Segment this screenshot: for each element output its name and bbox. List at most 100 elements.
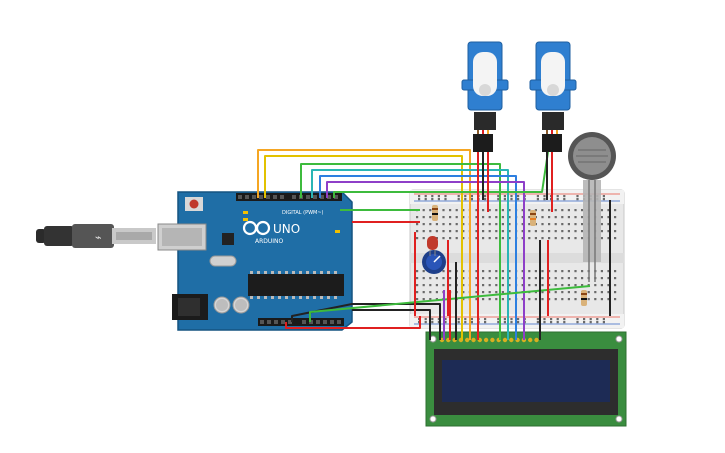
breadboard-hole	[517, 321, 520, 324]
breadboard-hole	[528, 284, 531, 287]
breadboard-hole	[550, 321, 553, 324]
breadboard-hole	[495, 277, 498, 280]
breadboard-hole	[508, 284, 511, 287]
breadboard-hole	[508, 270, 511, 273]
breadboard-hole	[501, 298, 504, 301]
breadboard-hole	[488, 298, 491, 301]
breadboard-hole	[470, 318, 473, 321]
breadboard-hole	[503, 195, 506, 198]
breadboard-hole	[517, 195, 520, 198]
servo-right	[529, 41, 577, 130]
breadboard-hole	[556, 321, 559, 324]
breadboard-hole	[475, 277, 478, 280]
lcd-pin	[471, 337, 476, 343]
servo-left-connector	[473, 134, 493, 152]
breadboard-hole	[521, 237, 524, 240]
breadboard-hole	[594, 291, 597, 294]
breadboard-hole	[548, 298, 551, 301]
breadboard-hole	[449, 237, 452, 240]
breadboard-hole	[470, 195, 473, 198]
breadboard-hole	[435, 291, 438, 294]
breadboard-hole	[510, 198, 513, 201]
breadboard-hole	[602, 318, 605, 321]
breadboard-hole	[444, 318, 447, 321]
breadboard-hole	[556, 318, 559, 321]
breadboard-hole	[596, 318, 599, 321]
breadboard-hole	[462, 298, 465, 301]
breadboard-hole	[589, 318, 592, 321]
breadboard-hole	[554, 230, 557, 233]
lcd-pin	[490, 337, 495, 343]
breadboard-hole	[422, 237, 425, 240]
breadboard-hole	[462, 270, 465, 273]
lcd-pin	[483, 337, 489, 343]
wire-red-5v	[285, 316, 421, 329]
breadboard-hole	[457, 198, 460, 201]
breadboard-hole	[600, 230, 603, 233]
breadboard-hole	[462, 223, 465, 226]
breadboard-hole	[497, 318, 500, 321]
breadboard-hole	[422, 216, 425, 219]
breadboard-hole	[536, 321, 539, 324]
breadboard-hole	[449, 209, 452, 212]
breadboard-hole	[528, 237, 531, 240]
breadboard-hole	[449, 270, 452, 273]
arduino-brand-label: ARDUINO	[255, 238, 284, 245]
breadboard-hole	[600, 291, 603, 294]
breadboard-hole	[484, 195, 487, 198]
breadboard-hole	[435, 284, 438, 287]
breadboard-hole	[503, 318, 506, 321]
breadboard-hole	[594, 298, 597, 301]
breadboard-hole	[561, 284, 564, 287]
breadboard-hole	[449, 223, 452, 226]
breadboard-hole	[517, 198, 520, 201]
breadboard-hole	[602, 198, 605, 201]
breadboard-hole	[574, 230, 577, 233]
lcd-pin	[509, 337, 514, 343]
breadboard-hole	[543, 195, 546, 198]
breadboard-hole	[422, 277, 425, 280]
breadboard-hole	[536, 318, 539, 321]
breadboard-hole	[462, 291, 465, 294]
breadboard-hole	[495, 223, 498, 226]
breadboard-hole	[607, 237, 610, 240]
breadboard-hole	[422, 270, 425, 273]
breadboard-hole	[455, 209, 458, 212]
breadboard-hole	[429, 298, 432, 301]
breadboard-hole	[567, 223, 570, 226]
breadboard-hole	[548, 277, 551, 280]
breadboard-hole	[561, 223, 564, 226]
lcd-pin	[534, 337, 539, 343]
breadboard-hole	[528, 216, 531, 219]
breadboard-hole	[541, 216, 544, 219]
breadboard-hole	[561, 230, 564, 233]
breadboard-hole	[416, 270, 419, 273]
breadboard-hole	[475, 291, 478, 294]
breadboard-hole	[548, 237, 551, 240]
resistor-3	[581, 290, 587, 306]
breadboard-hole	[521, 223, 524, 226]
breadboard-hole	[607, 298, 610, 301]
breadboard-hole	[576, 318, 579, 321]
breadboard-hole	[583, 318, 586, 321]
breadboard-hole	[614, 270, 617, 273]
breadboard-hole	[576, 198, 579, 201]
breadboard-hole	[462, 209, 465, 212]
breadboard-hole	[424, 198, 427, 201]
breadboard-hole	[576, 195, 579, 198]
wire-yellow	[264, 155, 463, 340]
breadboard-hole	[567, 298, 570, 301]
breadboard-hole	[554, 291, 557, 294]
breadboard-hole	[614, 298, 617, 301]
arduino-model-label: UNO	[273, 222, 300, 236]
breadboard-hole	[429, 291, 432, 294]
resistor-2	[530, 210, 536, 226]
breadboard-hole	[587, 284, 590, 287]
breadboard-hole	[422, 284, 425, 287]
breadboard-hole	[614, 209, 617, 212]
breadboard-hole	[488, 216, 491, 219]
breadboard-hole	[429, 284, 432, 287]
red-led	[427, 236, 438, 256]
breadboard-hole	[495, 237, 498, 240]
